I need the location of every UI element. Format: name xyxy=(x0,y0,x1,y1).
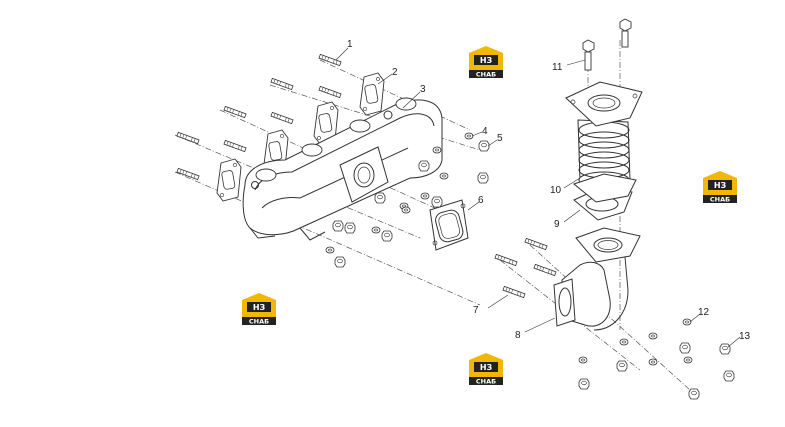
watermark-logo: СНАБ xyxy=(469,46,503,79)
lower-right-hardware xyxy=(578,318,735,400)
watermark-brand-text: СНАБ xyxy=(249,318,269,326)
watermark-logo: СНАБ xyxy=(703,171,737,204)
callout-3: 3 xyxy=(420,84,426,95)
flexible-bellows xyxy=(565,81,643,203)
callout-12: 12 xyxy=(698,307,710,318)
callout-5: 5 xyxy=(497,133,503,144)
callout-4: 4 xyxy=(482,126,488,137)
watermark-brand-text: СНАБ xyxy=(476,71,496,79)
exhaust-manifold xyxy=(242,97,443,241)
watermark-logo: СНАБ xyxy=(469,353,503,386)
exhaust-elbow xyxy=(553,227,641,331)
elbow-studs xyxy=(494,237,557,299)
outlet-gasket xyxy=(429,199,469,251)
leader-lines xyxy=(335,47,741,348)
callout-10: 10 xyxy=(550,185,562,196)
watermark-logo: СНАБ xyxy=(242,293,276,326)
flange-bolts xyxy=(582,18,632,71)
callout-11: 11 xyxy=(552,62,563,73)
callout-2: 2 xyxy=(392,67,398,78)
watermark-brand-text: СНАБ xyxy=(710,196,730,204)
callout-7: 7 xyxy=(473,305,479,316)
callout-6: 6 xyxy=(478,195,484,206)
watermark-brand-text: СНАБ xyxy=(476,378,496,386)
callout-1: 1 xyxy=(347,39,353,50)
callout-13: 13 xyxy=(739,331,751,342)
callout-8: 8 xyxy=(515,330,521,341)
callout-9: 9 xyxy=(554,219,560,230)
callout-labels: 1 2 3 4 5 6 7 8 9 10 11 12 13 xyxy=(347,39,751,342)
